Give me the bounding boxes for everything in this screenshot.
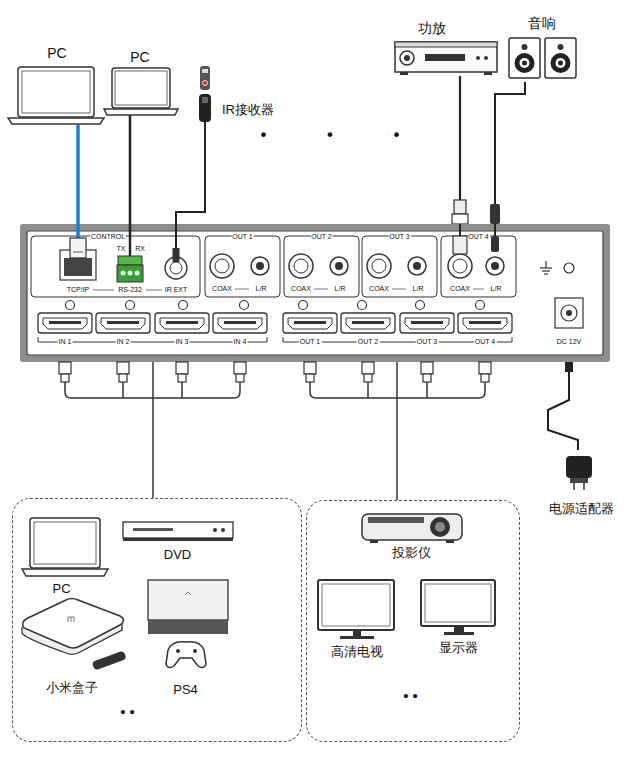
laptop-icon [22,518,108,576]
port-label: IN 1 [58,338,73,346]
device-label: PC [47,46,66,61]
device-label: 投影仪 [392,545,431,559]
port-label: TX [117,245,126,253]
device-label: PS4 [173,682,198,696]
pc-source: PC [18,512,110,598]
hdmi-matrix-panel: CONTROL TX RX TCP/IP RS-232 IR EXT OUT 1 COAX L/… [20,224,610,362]
device-label: 音响 [528,16,556,31]
cable-connector [548,362,578,450]
matrix-panel [20,224,610,362]
hdmi-cable-bus [65,382,240,398]
pc-device: PC [8,44,106,125]
port-label: COAX [291,285,311,293]
port-label: IN 4 [233,338,248,346]
port-label: OUT 2 [357,338,380,346]
port-label: RX [135,245,145,253]
ps4-source: PS4 [140,574,232,700]
cable-connector [152,362,154,498]
device-label: PC [52,581,70,595]
device-label: 小米盒子 [46,680,98,694]
device-label: IR接收器 [222,103,274,117]
cable-connector [176,122,205,224]
mibox-icon [22,599,127,671]
device-label: 高清电视 [331,644,383,658]
dvd-icon [123,522,233,541]
port-label: IN 2 [116,338,131,346]
dvd-source: DVD [118,516,238,564]
ps4-icon [148,580,228,668]
device-label: DVD [164,547,191,561]
port-label: OUT 4 [467,233,490,241]
audio-plug [490,204,500,224]
ellipsis-dots: • • • [259,126,401,145]
port-label: OUT 4 [474,338,497,346]
port-label: COAX [369,285,389,293]
laptop-icon [8,67,104,124]
laptop-icon [104,68,178,115]
dc-plug [565,362,573,372]
port-label: COAX [450,285,470,293]
ellipsis-dots: • • [120,700,135,723]
port-label: L/R [335,285,346,293]
ellipsis-dots: • • [403,684,418,707]
hdmi-plugs [59,362,491,382]
port-label: L/R [256,285,267,293]
cable-connector [76,125,80,224]
speakers: 音响 [505,12,581,82]
cable-connector [129,115,132,224]
device-label: 电源适配器 [549,502,614,516]
port-label: L/R [413,285,424,293]
monitor-display: 显示器 [414,574,502,658]
amplifier-icon [395,42,497,75]
power-adapter-icon [566,456,592,490]
power-adapter: 电源适配器 [545,450,618,518]
speaker-icon [509,38,576,78]
amplifier: 功放 [390,18,502,76]
source-group: • • PC DVD 小米盒子 PS4 [12,498,302,742]
port-label: COAX [212,285,232,293]
ir-receiver: IR接收器 [196,62,284,122]
port-label: IN 3 [175,338,190,346]
device-label: PC [130,50,149,65]
port-label: OUT 1 [231,233,254,241]
port-label: OUT 3 [388,233,411,241]
display-group: • • 投影仪高清电视 显示器 [306,500,520,742]
port-label: TCP/IP [67,286,90,294]
ir-receiver-icon [199,66,211,122]
cable-connector [495,82,525,224]
pc-device: PC [104,48,180,115]
port-label: IR EXT [165,286,188,294]
port-label: CONTROL [90,233,126,241]
tv-icon [318,580,394,639]
port-label: OUT 2 [310,233,333,241]
device-label: 显示器 [439,640,478,654]
cable-connector [396,362,398,500]
port-label: L/R [491,285,502,293]
port-label: OUT 1 [299,338,322,346]
projector-icon [362,514,462,543]
mibox-source: 小米盒子 [18,594,130,698]
tv-display: 高清电视 [312,574,402,662]
port-label: DC 12V [557,338,582,346]
port-label: RS-232 [118,286,142,294]
device-label: 功放 [418,21,446,36]
monitor-icon [421,580,495,635]
coax-plug [452,200,468,224]
port-label: OUT 3 [416,338,439,346]
projector-display: 投影仪 [356,506,468,562]
hdmi-cable-bus [310,382,485,398]
